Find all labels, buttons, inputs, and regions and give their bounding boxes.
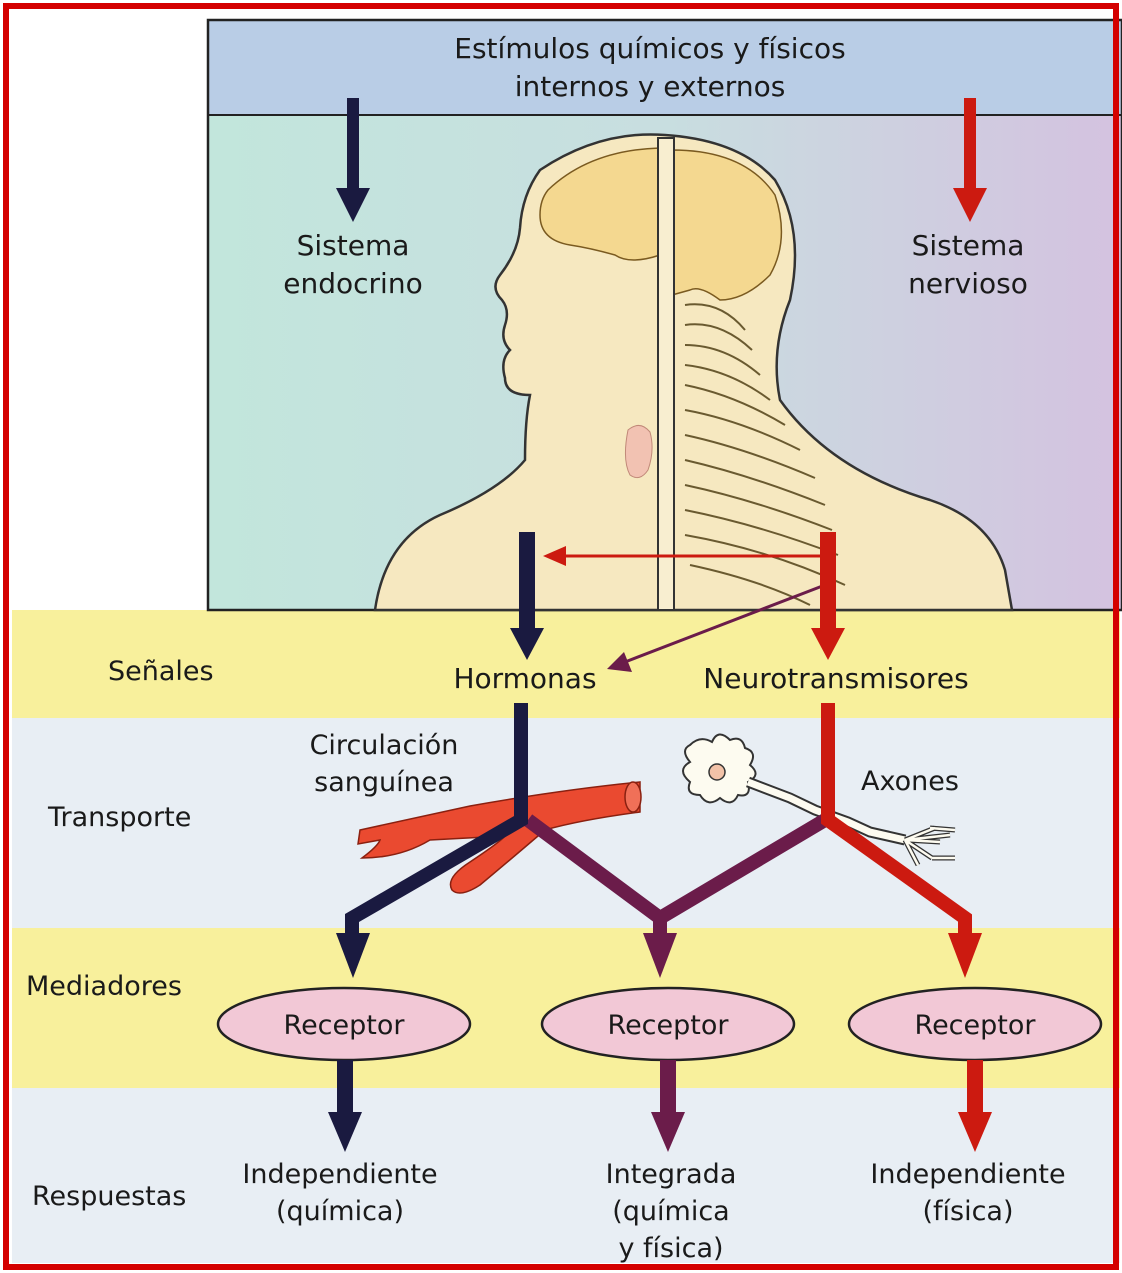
blood-circulation-label-2: sanguínea (314, 767, 454, 798)
axons-label: Axones (861, 766, 959, 797)
row-label-transport: Transporte (47, 802, 191, 833)
row-label-mediators: Mediadores (26, 971, 182, 1002)
stimuli-title-line1: Estímulos químicos y físicos (454, 32, 845, 65)
blood-circulation-label-1: Circulación (310, 730, 459, 761)
endocrine-system-label-1: Sistema (297, 229, 410, 262)
response-right-line1: Independiente (870, 1159, 1065, 1190)
response-right-line2: (física) (922, 1196, 1013, 1227)
receptor-label-integrated: Receptor (608, 1010, 730, 1041)
receptor-label-nervous: Receptor (915, 1010, 1037, 1041)
neurotransmitters-label: Neurotransmisores (703, 662, 968, 695)
row-label-signals: Señales (108, 656, 214, 687)
response-left-line2: (química) (276, 1196, 404, 1227)
stimuli-title-line2: internos y externos (515, 70, 786, 103)
row-label-responses: Respuestas (32, 1181, 186, 1212)
hormones-label: Hormonas (453, 662, 596, 695)
thyroid-gland (625, 425, 652, 477)
response-center-line2: (química (612, 1196, 729, 1227)
response-center-line3: y física) (618, 1233, 723, 1264)
response-center-line1: Integrada (606, 1159, 737, 1190)
response-left-line1: Independiente (242, 1159, 437, 1190)
nervous-system-label-1: Sistema (912, 229, 1025, 262)
spinal-cord (658, 138, 674, 610)
endocrine-system-label-2: endocrino (283, 267, 422, 300)
receptor-label-endocrine: Receptor (284, 1010, 406, 1041)
nervous-system-label-2: nervioso (908, 267, 1028, 300)
